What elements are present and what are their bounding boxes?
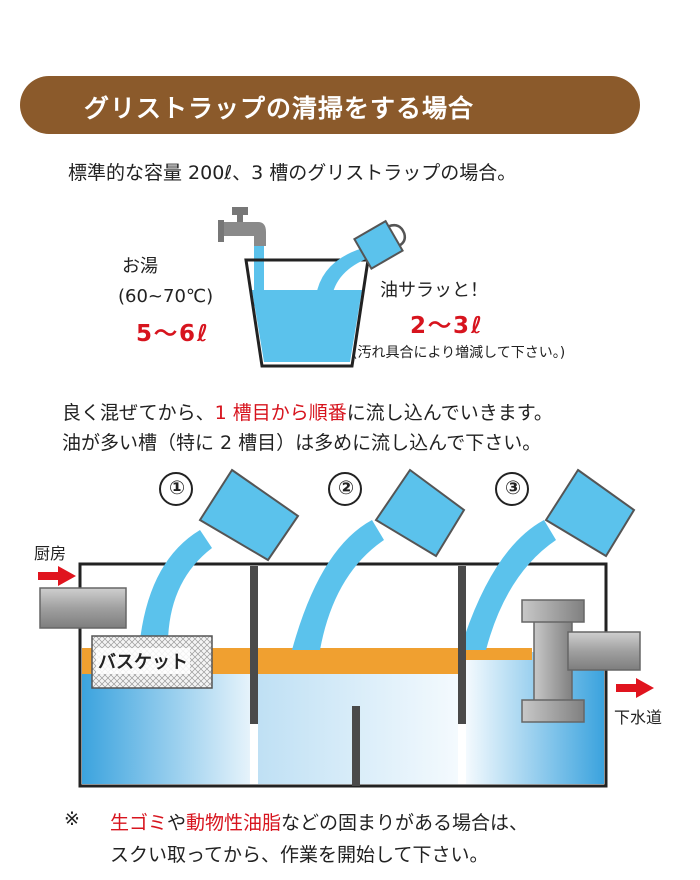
step-marker-3 (495, 472, 529, 506)
inlet-pipe (39, 587, 127, 629)
step-number-2: ② (338, 477, 355, 499)
pour-stream-1 (140, 530, 212, 640)
instruction-text: 良く混ぜてから、 (62, 402, 215, 424)
oil-product-label: 油サラッと！ (380, 280, 488, 301)
pour-jug-1 (198, 468, 300, 562)
hot-water-label: お湯 (122, 256, 158, 277)
oil-amount: 2〜3ℓ (410, 313, 484, 339)
instruction-line-1: 良く混ぜてから、1 槽目から順番に流し込んでいきます。 (62, 398, 553, 425)
pour-stream-2 (292, 520, 384, 650)
step-marker-1 (159, 472, 193, 506)
oil-pour-stream (316, 246, 374, 296)
footnote-highlight-2: 動物性油脂 (186, 812, 282, 834)
divider-1 (250, 566, 258, 724)
footnote-text: などの固まりがある場合は、 (281, 812, 529, 834)
instruction-highlight: 1 槽目から順番 (214, 402, 347, 424)
bucket-icon (244, 258, 370, 368)
instruction-text: に流し込んでいきます。 (346, 402, 553, 424)
oil-jug-icon (353, 219, 407, 270)
footnote-highlight-1: 生ゴミ (110, 812, 168, 834)
step-marker-2 (328, 472, 362, 506)
page-title: グリストラップの清掃をする場合 (84, 94, 475, 123)
hot-water-temp: (60~70℃) (118, 286, 214, 307)
instruction-line-2: 油が多い槽（特に 2 槽目）は多めに流し込んで下さい。 (62, 432, 542, 454)
basket-label: バスケット (96, 648, 190, 674)
oil-layer-3 (466, 648, 532, 660)
bucket-water (252, 290, 362, 362)
divider-2 (458, 566, 466, 724)
intro-text: 標準的な容量 200ℓ、3 槽のグリストラップの場合。 (68, 162, 517, 184)
pour-stream-3 (460, 520, 556, 650)
outlet-label: 下水道 (614, 708, 663, 727)
footnote-line-2: スクい取ってから、作業を開始して下さい。 (110, 844, 489, 866)
pour-jug-3 (544, 468, 636, 558)
title-banner: グリストラップの清掃をする場合 (20, 76, 640, 134)
inlet-arrow-icon (38, 566, 76, 586)
footnote-mark: ※ (64, 808, 80, 830)
faucet-water-stream (254, 246, 264, 306)
oil-amount-note: (汚れ具合により増減して下さい。) (352, 345, 566, 361)
step-number-1: ① (169, 477, 186, 499)
hot-water-amount: 5〜6ℓ (136, 321, 210, 347)
outlet-arrow-icon (616, 678, 654, 698)
pour-jug-2 (374, 468, 466, 558)
inlet-label: 厨房 (34, 544, 67, 563)
footnote-line-1: 生ゴミや動物性油脂などの固まりがある場合は、 (110, 808, 528, 835)
faucet-icon (218, 207, 266, 246)
oil-layer-2 (258, 648, 458, 674)
footnote-text: や (167, 812, 187, 834)
step-number-3: ③ (505, 477, 522, 499)
divider-bottom (352, 706, 360, 786)
outlet-pipe (521, 599, 641, 723)
